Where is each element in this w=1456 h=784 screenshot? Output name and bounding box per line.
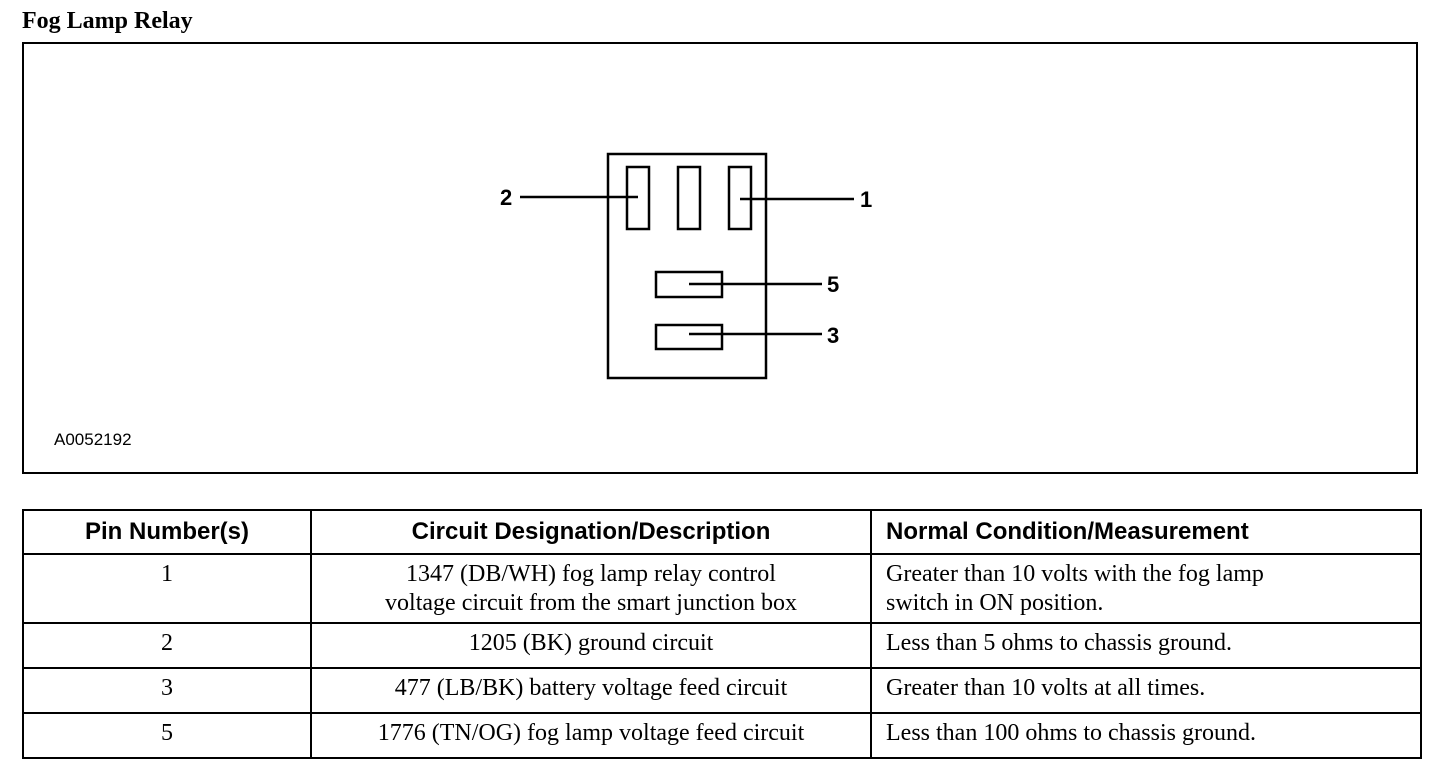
table-row: 5 1776 (TN/OG) fog lamp voltage feed cir… [22, 712, 1422, 759]
connector-outline [606, 152, 768, 380]
measurement-line: switch in ON position. [886, 590, 1104, 616]
relay-connector-drawing: 2 1 5 3 [500, 152, 872, 380]
measurement-line: Less than 100 ohms to chassis ground. [886, 720, 1256, 746]
description-cell: 1776 (TN/OG) fog lamp voltage feed circu… [310, 712, 872, 759]
pin-label-3: 3 [827, 323, 839, 348]
measurement-line: Greater than 10 volts at all times. [886, 675, 1206, 701]
description-line: 477 (LB/BK) battery voltage feed circuit [394, 675, 788, 701]
description-line: 1347 (DB/WH) fog lamp relay control [406, 561, 776, 587]
relay-diagram: 2 1 5 3 A0052192 [22, 42, 1418, 474]
terminal-center [676, 165, 702, 231]
measurement-cell: Less than 5 ohms to chassis ground. [870, 622, 1422, 669]
description-line: voltage circuit from the smart junction … [385, 590, 797, 616]
description-cell: 477 (LB/BK) battery voltage feed circuit [310, 667, 872, 714]
pin-cell: 2 [22, 622, 312, 669]
figure-id: A0052192 [54, 430, 132, 449]
header-circuit-description: Circuit Designation/Description [310, 509, 872, 555]
pin-label-2: 2 [500, 185, 512, 210]
table-row: 3 477 (LB/BK) battery voltage feed circu… [22, 667, 1422, 714]
pin-cell: 1 [22, 553, 312, 624]
measurement-cell: Greater than 10 volts with the fog lamp … [870, 553, 1422, 624]
description-line: 1205 (BK) ground circuit [468, 630, 714, 656]
pin-table: Pin Number(s) Circuit Designation/Descri… [22, 509, 1422, 759]
header-pin-numbers: Pin Number(s) [22, 509, 312, 555]
measurement-line: Greater than 10 volts with the fog lamp [886, 561, 1264, 587]
measurement-cell: Greater than 10 volts at all times. [870, 667, 1422, 714]
pin-cell: 3 [22, 667, 312, 714]
page-title: Fog Lamp Relay [22, 8, 193, 34]
description-cell: 1347 (DB/WH) fog lamp relay control volt… [310, 553, 872, 624]
header-normal-condition: Normal Condition/Measurement [870, 509, 1422, 555]
measurement-line: Less than 5 ohms to chassis ground. [886, 630, 1232, 656]
pin-cell: 5 [22, 712, 312, 759]
description-line: 1776 (TN/OG) fog lamp voltage feed circu… [377, 720, 805, 746]
pin-label-1: 1 [860, 187, 872, 212]
description-cell: 1205 (BK) ground circuit [310, 622, 872, 669]
pin-label-5: 5 [827, 272, 839, 297]
table-row: 2 1205 (BK) ground circuit Less than 5 o… [22, 622, 1422, 669]
table-header-row: Pin Number(s) Circuit Designation/Descri… [22, 509, 1422, 555]
terminal-3 [654, 323, 724, 351]
measurement-cell: Less than 100 ohms to chassis ground. [870, 712, 1422, 759]
table-row: 1 1347 (DB/WH) fog lamp relay control vo… [22, 553, 1422, 624]
